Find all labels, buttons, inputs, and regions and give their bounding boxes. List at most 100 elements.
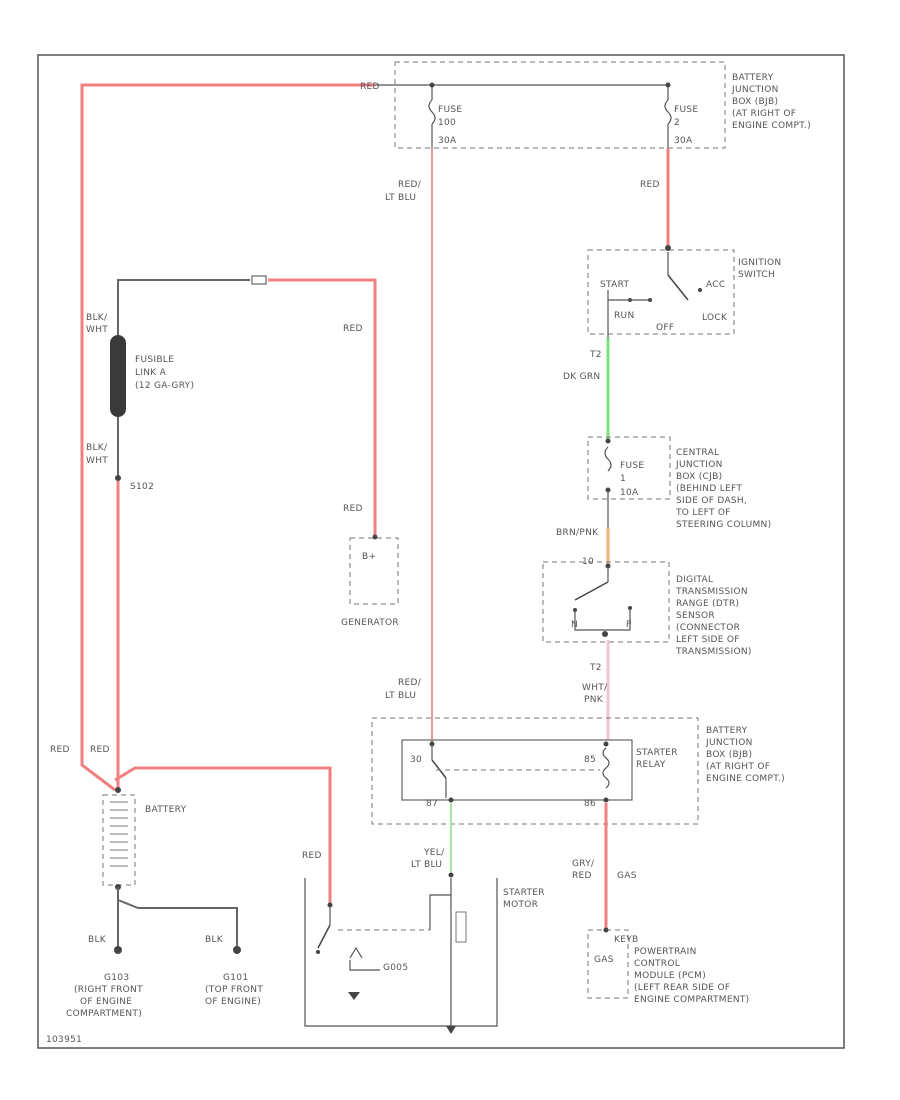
label-g103-1: G103 xyxy=(104,973,129,983)
label-bjb-top-2: JUNCTION xyxy=(731,85,779,95)
label-bjb-low-2: JUNCTION xyxy=(705,738,753,748)
starter-winding xyxy=(455,911,467,943)
label-t2-mid: T2 xyxy=(589,663,602,673)
bus-node-right xyxy=(665,82,671,88)
label-fuse-left-num: 100 xyxy=(438,118,456,128)
label-bjb-low-5: ENGINE COMPT.) xyxy=(706,774,785,784)
label-fuse-right-amp: 30A xyxy=(674,136,693,146)
label-starter-relay-2: RELAY xyxy=(636,760,666,770)
label-pcm-5: ENGINE COMPARTMENT) xyxy=(634,995,749,1005)
label-dtr-3: RANGE (DTR) xyxy=(676,599,739,609)
label-relay-86: 86 xyxy=(584,799,596,809)
label-cjb-fuse-2: 1 xyxy=(620,474,626,484)
label-fusible-3: (12 GA-GRY) xyxy=(135,381,194,391)
ground-g101-icon xyxy=(233,946,241,954)
label-ign-run: RUN xyxy=(614,311,634,321)
wire-red-generator xyxy=(268,278,377,535)
label-cjb-3: BOX (CJB) xyxy=(676,472,722,482)
label-g101-1: G101 xyxy=(223,973,248,983)
label-red-ltblu-1a: RED/ xyxy=(398,180,422,190)
label-cjb-4: (BEHIND LEFT xyxy=(676,484,742,494)
label-cjb-fuse-3: 10A xyxy=(620,488,639,498)
label-g103-3: OF ENGINE xyxy=(80,997,132,1007)
label-cjb-2: JUNCTION xyxy=(675,460,723,470)
label-yel-ltblu-a: YEL/ xyxy=(423,848,445,858)
label-pcm-pin: KEYB xyxy=(614,935,638,945)
label-red-gen-1: RED xyxy=(343,324,363,334)
label-pcm-2: CONTROL xyxy=(634,959,680,969)
label-gry-red-b: RED xyxy=(572,871,592,881)
label-red-r: RED xyxy=(90,745,110,755)
pcm-pin-node xyxy=(603,927,609,933)
label-red-l: RED xyxy=(50,745,70,755)
fusible-link-icon xyxy=(110,335,126,417)
battery-box xyxy=(102,794,136,886)
label-g101-2: (TOP FRONT xyxy=(205,985,263,995)
label-red-right-top: RED xyxy=(640,180,660,190)
label-fusible-2: LINK A xyxy=(135,368,167,378)
label-bjb-low-1: BATTERY xyxy=(706,726,748,736)
label-ign-2: SWITCH xyxy=(738,270,775,280)
label-wht-pnk-a: WHT/ xyxy=(582,683,608,693)
relay-contact-arm xyxy=(431,759,447,779)
dtr-link xyxy=(574,608,631,631)
ign-contact-arm xyxy=(667,274,689,301)
ignition-switch-box xyxy=(587,249,735,335)
label-battery: BATTERY xyxy=(145,805,187,815)
label-dk-grn: DK GRN xyxy=(563,372,600,382)
generator-box xyxy=(349,537,399,605)
label-yel-ltblu-b: LT BLU xyxy=(411,860,442,870)
label-dtr-p: P xyxy=(626,620,632,630)
label-red-top: RED xyxy=(360,82,380,92)
label-fuse-right-num: 2 xyxy=(674,118,680,128)
label-blk-wht-2a: BLK/ xyxy=(86,443,108,453)
label-blk-1: BLK xyxy=(88,935,107,945)
starter-solenoid-link xyxy=(429,894,451,930)
label-ign-1: IGNITION xyxy=(738,258,781,268)
dtr-box xyxy=(542,561,670,643)
label-footer: 103951 xyxy=(46,1035,82,1045)
label-g101-3: OF ENGINE) xyxy=(205,997,261,1007)
wire-blk-g101 xyxy=(117,899,238,948)
label-g103-4: COMPARTMENT) xyxy=(66,1009,142,1019)
label-blk-wht-1b: WHT xyxy=(86,325,108,335)
cjb-in-node xyxy=(605,438,611,444)
label-dtr-pin: 10 xyxy=(582,557,594,567)
label-bjb-top-5: ENGINE COMPT.) xyxy=(732,121,811,131)
cjb-fuse-symbol xyxy=(604,446,612,472)
label-dtr-7: TRANSMISSION) xyxy=(675,647,752,657)
cjb-box xyxy=(587,436,671,500)
label-pcm-box: GAS xyxy=(594,955,614,965)
label-bjb-top-4: (AT RIGHT OF xyxy=(732,109,796,119)
relay-87-node xyxy=(448,797,454,803)
dtr-contact-arm xyxy=(574,581,609,601)
label-red-starter: RED xyxy=(302,851,322,861)
label-starter-motor-2: MOTOR xyxy=(503,900,538,910)
wire-red-battery-starter xyxy=(114,766,332,905)
wire-red-main-left xyxy=(80,83,375,792)
label-blk-2: BLK xyxy=(205,935,224,945)
label-gen-bplus: B+ xyxy=(362,552,376,562)
gen-bplus-node xyxy=(372,534,378,540)
label-fuse-right: FUSE xyxy=(674,105,698,115)
label-ign-lock: LOCK xyxy=(702,313,728,323)
label-relay-85: 85 xyxy=(584,755,596,765)
label-cjb-6: TO LEFT OF xyxy=(675,508,731,518)
label-wht-pnk-b: PNK xyxy=(584,695,604,705)
label-solenoid: G005 xyxy=(383,963,408,973)
starter-ground-icon xyxy=(348,992,360,1000)
label-relay-87: 87 xyxy=(426,799,438,809)
label-bjb-top-3: BOX (BJB) xyxy=(732,97,778,107)
label-dtr-n: N xyxy=(571,620,578,630)
label-fuse-left-amp: 30A xyxy=(438,136,457,146)
label-generator: GENERATOR xyxy=(341,618,399,628)
label-starter-motor-1: STARTER xyxy=(503,888,545,898)
label-dtr-1: DIGITAL xyxy=(676,575,713,585)
connector-c1 xyxy=(251,275,267,285)
relay-coil xyxy=(602,747,610,789)
ground-g103-icon xyxy=(114,946,122,954)
battery-cells xyxy=(110,801,128,867)
label-pcm-1: POWERTRAIN xyxy=(634,947,697,957)
ign-contact-acc xyxy=(698,288,702,292)
